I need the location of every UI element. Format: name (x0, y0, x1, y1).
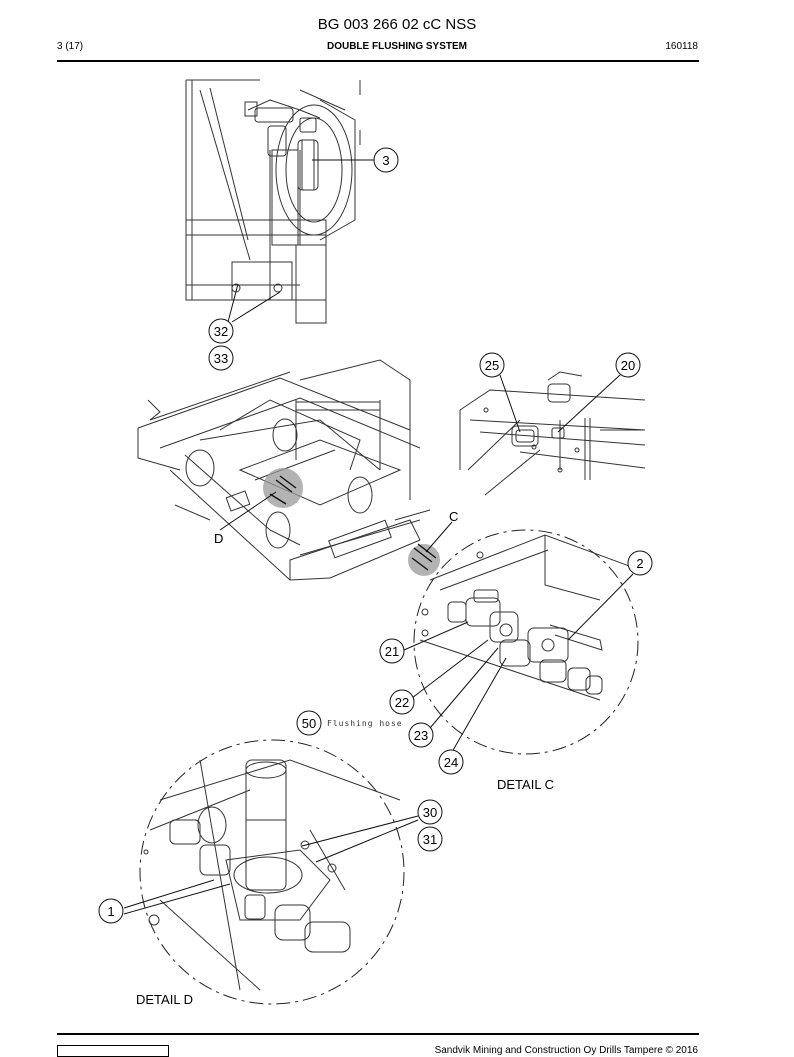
section-title: DOUBLE FLUSHING SYSTEM (326, 41, 467, 52)
callout-3: 3 (382, 153, 389, 168)
callout-circle-3 (373, 147, 399, 173)
detail-c-marker (408, 544, 440, 576)
callout-1: 1 (107, 904, 114, 919)
detail-c-valves (419, 534, 641, 701)
callout-circle-2 (627, 550, 653, 576)
callout-31: 31 (423, 832, 437, 847)
callout-32: 32 (214, 324, 228, 339)
detail-c-label: DETAIL C (497, 777, 554, 792)
callout-circle-1 (98, 898, 124, 924)
callout-circle-33 (208, 345, 234, 371)
callout-50: 50 (302, 716, 316, 731)
detail-d-label: DETAIL D (136, 992, 193, 1007)
document-number: BG 003 266 02 cC NSS (317, 16, 477, 33)
callout-33: 33 (214, 351, 228, 366)
callout-21: 21 (385, 644, 399, 659)
callout-circle-50 (296, 710, 322, 736)
callout-23: 23 (414, 728, 428, 743)
leader-lines (123, 159, 634, 915)
frame-detail-view (459, 371, 646, 496)
footer-copyright: Sandvik Mining and Construction Oy Drill… (434, 1045, 698, 1056)
machine-frame (137, 359, 431, 581)
callout-2: 2 (636, 556, 643, 571)
callout-circle-21 (379, 638, 405, 664)
callout-circle-25 (479, 352, 505, 378)
callout-circle-23 (408, 722, 434, 748)
callout-24: 24 (444, 755, 458, 770)
callout-30: 30 (423, 805, 437, 820)
detail-d-marker (263, 468, 303, 508)
detail-d-letter: D (214, 531, 223, 546)
detail-c-circle (413, 529, 639, 755)
callout-circle-30 (417, 799, 443, 825)
callout-circle-31 (417, 826, 443, 852)
callout-20: 20 (621, 358, 635, 373)
callout-circle-22 (389, 689, 415, 715)
callout-circle-24 (438, 749, 464, 775)
sandvik-logo (57, 1045, 169, 1057)
detail-d-circle (139, 739, 405, 1005)
footer-rule (57, 1033, 699, 1035)
detail-c-letter: C (449, 509, 458, 524)
callout-circle-32 (208, 318, 234, 344)
page-number: 3 (17) (57, 41, 84, 52)
top-valve-assembly (185, 79, 361, 324)
detail-d-valve (143, 759, 401, 991)
flushing-hose-label: Flushing hose (327, 719, 403, 728)
callout-circle-20 (615, 352, 641, 378)
header-rule (57, 60, 699, 62)
small-valve-icons (269, 475, 437, 571)
callout-22: 22 (395, 695, 409, 710)
document-date: 160118 (665, 41, 698, 52)
callout-25: 25 (485, 358, 499, 373)
